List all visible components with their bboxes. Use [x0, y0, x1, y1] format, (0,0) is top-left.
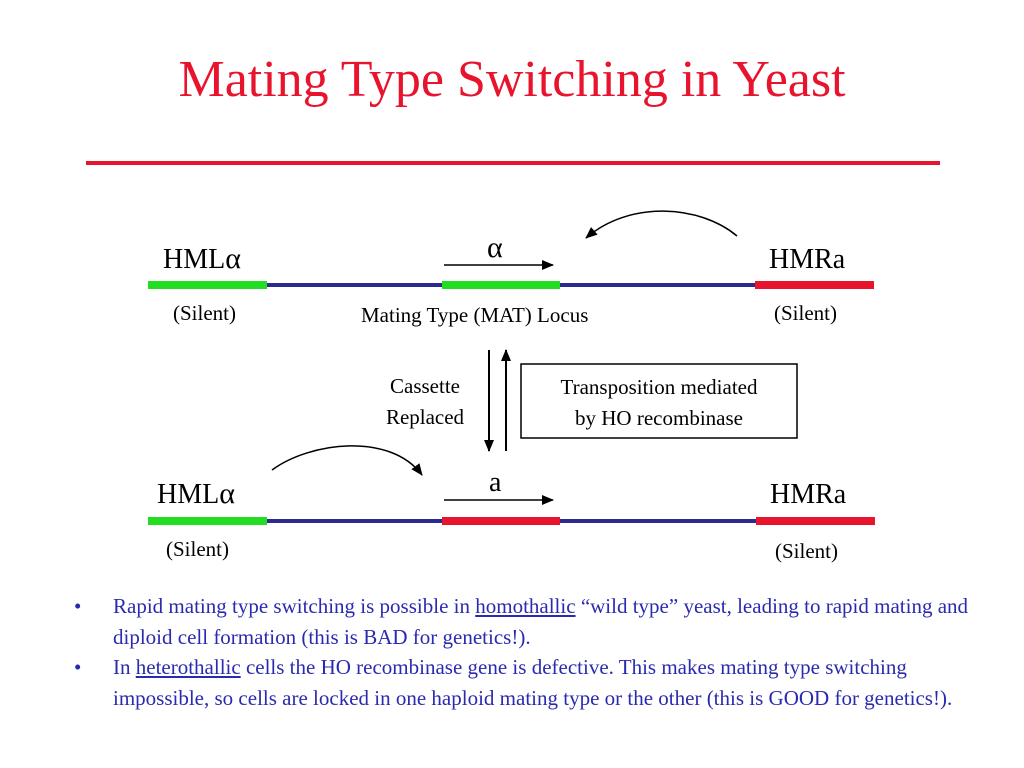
term-homothallic: homothallic — [475, 594, 576, 618]
slide-title: Mating Type Switching in Yeast — [178, 51, 846, 108]
note-homothallic: Rapid mating type switching is possible … — [70, 591, 970, 652]
top-hmr-silent-label: (Silent) — [774, 301, 837, 325]
transposition-box-line2: by HO recombinase — [575, 406, 743, 430]
term-heterothallic: heterothallic — [135, 655, 241, 679]
bottom-mat-allele-label: a — [489, 467, 502, 498]
bottom-hmr-silent-label: (Silent) — [775, 539, 838, 563]
bottom-hml-silent-label: (Silent) — [166, 537, 229, 561]
cassette-replaced-line2: Replaced — [386, 405, 465, 429]
mating-type-diagram: HMLα (Silent) α Mating Type (MAT) Locus … — [148, 210, 875, 563]
note-heterothallic: In heterothallic cells the HO recombinas… — [70, 652, 970, 713]
top-mat-allele-label: α — [487, 231, 503, 264]
transposition-box — [520, 363, 798, 439]
top-hmr-label: HMRa — [769, 244, 846, 275]
cassette-replaced-line1: Cassette — [390, 374, 460, 398]
top-hml-label: HMLα — [163, 242, 241, 275]
bottom-hmr-label: HMRa — [770, 479, 847, 510]
bottom-hml-label: HMLα — [157, 477, 235, 510]
notes-list: Rapid mating type switching is possible … — [70, 591, 970, 713]
title-rule — [86, 161, 940, 165]
bottom-curved-arrow — [271, 445, 423, 476]
top-curved-arrow — [585, 210, 738, 239]
transposition-box-line1: Transposition mediated — [561, 375, 758, 399]
top-hml-silent-label: (Silent) — [173, 301, 236, 325]
mat-locus-label: Mating Type (MAT) Locus — [361, 303, 588, 327]
